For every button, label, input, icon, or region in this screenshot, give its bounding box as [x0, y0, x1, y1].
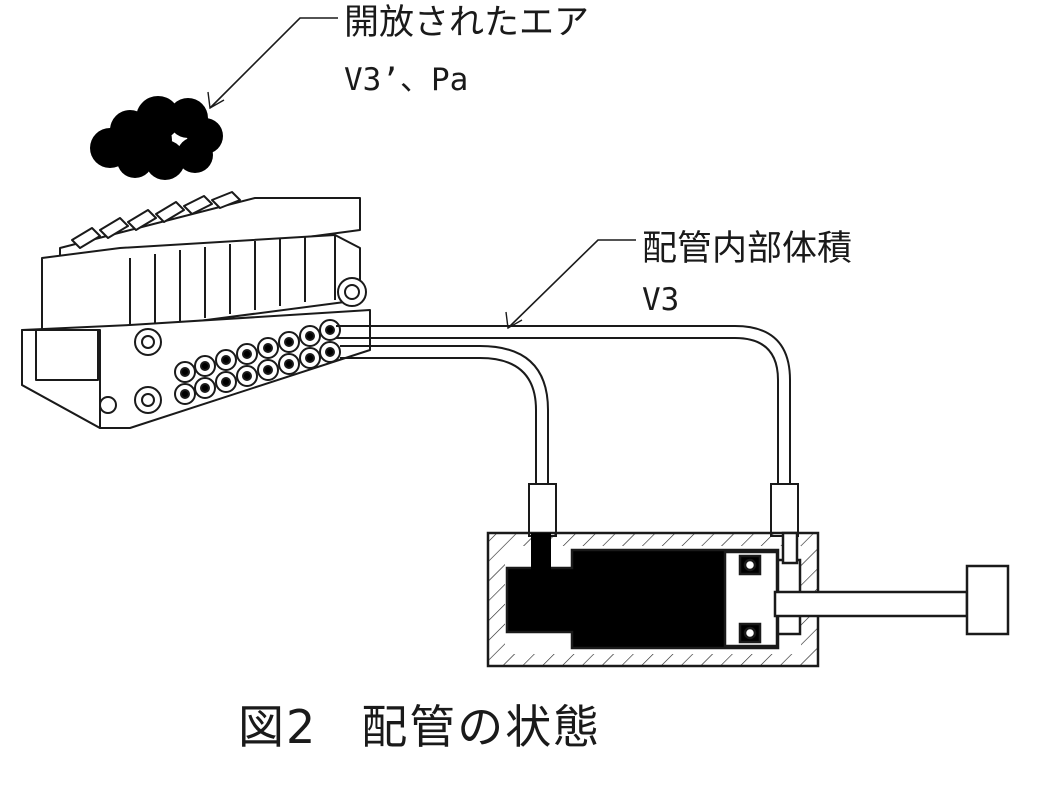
piston-rod	[773, 564, 1010, 636]
released-air-cloud	[90, 96, 223, 180]
pipe-lower	[340, 345, 549, 485]
caption-title: 配管の状態	[361, 700, 602, 754]
air-cylinder	[486, 531, 820, 668]
pipe-upper	[336, 325, 791, 485]
caption-number: 図2	[238, 700, 318, 754]
pipe-volume-symbol: V3	[642, 282, 680, 318]
manifold-ports	[174, 319, 341, 405]
cylinder-fittings	[528, 483, 799, 537]
released-air-title: 開放されたエア	[344, 3, 590, 43]
released-air-symbol: V3’、Pa	[344, 62, 469, 98]
pipe-volume-title: 配管内部体積	[642, 229, 853, 269]
air-label-leader	[207, 17, 338, 110]
pipe-label-leader	[505, 239, 636, 330]
